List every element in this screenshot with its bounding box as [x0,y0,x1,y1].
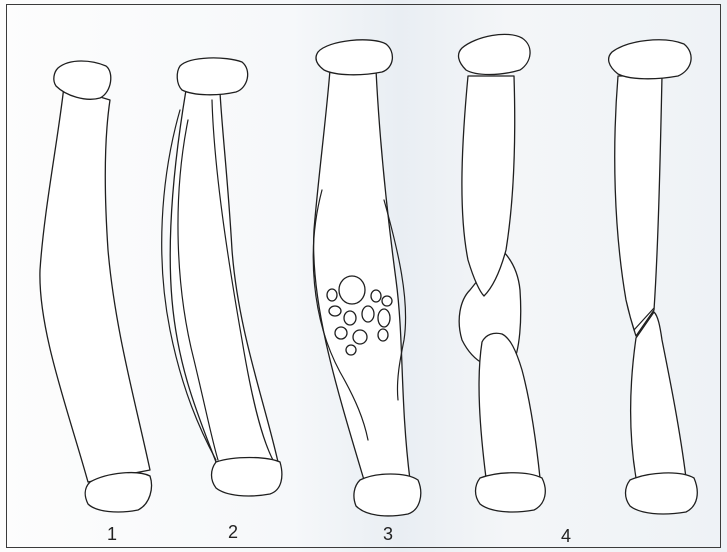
bone-3-cyst [344,311,356,325]
label-2: 2 [228,522,238,542]
bone-5-fracture [609,40,698,514]
bone-3-proximal-epiphysis [316,40,392,75]
bone-5-distal-epiphysis [626,473,698,514]
bone-2-distal-epiphysis [212,458,282,497]
label-3: 3 [383,524,393,544]
bone-3-cyst [378,309,390,327]
bone-3-cyst [327,289,337,301]
bone-3-cyst [378,329,388,341]
bone-4-lower-shaft [479,333,540,478]
bone-1-shaft [40,86,150,482]
bone-5-upper-shaft [615,76,662,336]
bone-3-cyst-large [339,276,365,304]
bone-5-proximal-epiphysis [609,40,691,79]
bone-1-bowed [40,61,152,512]
bone-3-distal-epiphysis [354,474,421,516]
bone-3-cystic [313,40,420,516]
bone-3-cyst [346,345,356,355]
bone-3-cyst [353,330,367,344]
bone-2-shaft [170,90,278,462]
bone-4-callus [459,34,546,512]
bone-3-cyst [382,296,392,306]
label-1: 1 [107,524,117,544]
bone-2-proximal-epiphysis [177,58,247,95]
label-4: 4 [561,526,571,546]
bone-3-cyst [335,327,347,339]
bone-5-lower-shaft [631,312,686,478]
bone-3-cyst [371,290,381,302]
bone-4-distal-epiphysis [476,473,546,512]
bone-1-proximal-epiphysis [54,61,111,99]
bone-3-cyst [329,306,341,316]
bone-3-cyst [362,306,374,322]
bone-4-proximal-epiphysis [459,34,531,74]
bone-2-periosteal [162,58,282,496]
